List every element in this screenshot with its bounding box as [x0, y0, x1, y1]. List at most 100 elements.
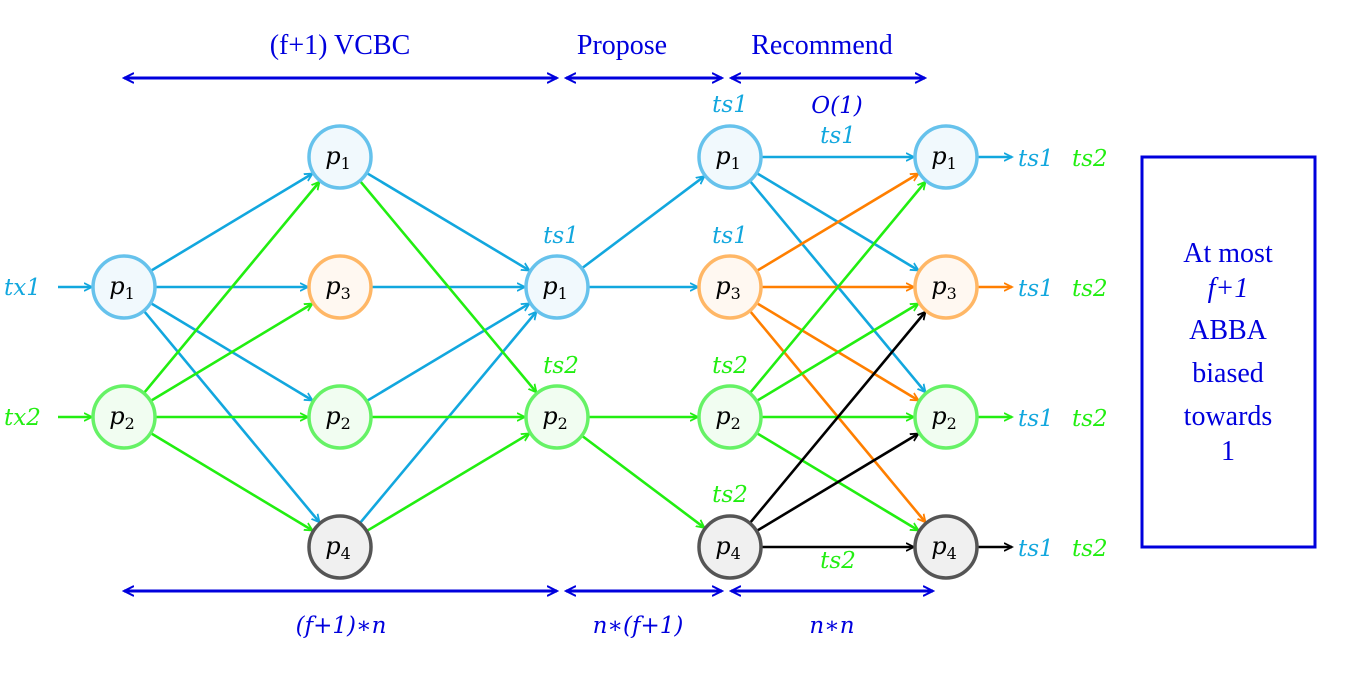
node-label: p1 — [715, 142, 741, 173]
output-2-ts-a: ts1 — [1018, 276, 1054, 302]
node-o-p4: p4 — [913, 514, 979, 580]
node-in-p1: p1 — [91, 254, 157, 320]
input-tx1-label: tx1 — [4, 275, 41, 301]
outputs-layer: ts1 ts2 ts1 ts2 ts1 ts2 ts1 ts2 — [1018, 146, 1108, 562]
node-circle — [524, 384, 590, 450]
edge-v_p1-to-m_p2 — [358, 179, 537, 393]
edge-in_p1-to-v_p1 — [149, 172, 313, 273]
node-label: p2 — [931, 402, 957, 433]
cost-recommend-label: n∗n — [809, 613, 854, 639]
output-3-ts-b: ts2 — [1072, 406, 1108, 432]
node-label: p1 — [109, 272, 135, 303]
input-tx2-label: tx2 — [4, 405, 41, 431]
node-circle — [913, 514, 979, 580]
edge-v_p4-to-m_p2 — [365, 432, 530, 533]
complexity-top-label: O(1) — [811, 93, 862, 119]
node-v-p2: p2 — [307, 384, 373, 450]
node-o-p3: p3 — [913, 254, 979, 320]
node-circle — [913, 124, 979, 190]
node-label: p1 — [325, 142, 351, 173]
output-2-ts-b: ts2 — [1072, 276, 1108, 302]
edge-r_p4-to-o_p2 — [755, 432, 919, 533]
node-circle — [913, 384, 979, 450]
annot-rec-p4: ts2 — [712, 482, 748, 508]
node-label: p3 — [931, 272, 957, 303]
node-label: p4 — [715, 532, 741, 563]
node-r-p4: p4 — [697, 514, 763, 580]
node-m-p1: p1 — [524, 254, 590, 320]
node-label: p2 — [109, 402, 135, 433]
cost-vcbc-label: (f+1)∗n — [296, 613, 387, 639]
edge-r_p4-to-o_p3 — [748, 312, 926, 524]
abba-box-line-4: biased — [1192, 358, 1264, 389]
edge-in_p2-to-v_p3 — [149, 302, 313, 403]
node-label: p4 — [325, 532, 351, 563]
edge-v_p1-to-m_p1 — [365, 171, 530, 272]
node-m-p2: p2 — [524, 384, 590, 450]
edge-v_p2-to-m_p1 — [365, 302, 530, 403]
node-r-p3: p3 — [697, 254, 763, 320]
node-circle — [697, 124, 763, 190]
node-circle — [307, 514, 373, 580]
output-4-ts-a: ts1 — [1018, 536, 1054, 562]
output-1-ts-a: ts1 — [1018, 146, 1054, 172]
edge-r_p2-to-o_p3 — [755, 302, 919, 403]
node-circle — [307, 384, 373, 450]
phase-vcbc-label: (f+1) VCBC — [270, 30, 411, 61]
output-1-ts-b: ts2 — [1072, 146, 1108, 172]
abba-box-line-5: towards — [1184, 401, 1273, 432]
phase-propose-label: Propose — [577, 30, 667, 61]
abba-box — [1140, 155, 1317, 549]
node-label: p2 — [542, 402, 568, 433]
node-label: p2 — [325, 402, 351, 433]
edge-m_p1-to-r_p1 — [581, 176, 705, 270]
node-circle — [697, 384, 763, 450]
node-circle — [697, 514, 763, 580]
node-label: p3 — [325, 272, 351, 303]
node-label: p2 — [715, 402, 741, 433]
node-circle — [91, 254, 157, 320]
node-v-p1: p1 — [307, 124, 373, 190]
abba-box-line-6: 1 — [1221, 436, 1235, 467]
node-circle — [913, 254, 979, 320]
abba-box-line-1: At most — [1183, 238, 1273, 269]
annot-rec-p1: ts1 — [712, 92, 748, 118]
node-circle — [524, 254, 590, 320]
abba-box-line-3: ABBA — [1189, 315, 1268, 346]
phase-recommend-label: Recommend — [751, 30, 893, 61]
annot-mid-p2: ts2 — [543, 353, 579, 379]
edge-m_p2-to-r_p4 — [581, 434, 705, 528]
node-o-p2: p2 — [913, 384, 979, 450]
edge-in_p2-to-v_p1 — [142, 182, 320, 394]
edge-r_p2-to-o_p1 — [748, 182, 926, 394]
node-v-p4: p4 — [307, 514, 373, 580]
node-label: p3 — [715, 272, 741, 303]
edge-r_p3-to-o_p1 — [755, 172, 919, 273]
node-label: p1 — [931, 142, 957, 173]
annot-rec-p3: ts1 — [712, 223, 748, 249]
node-o-p1: p1 — [913, 124, 979, 190]
output-3-ts-a: ts1 — [1018, 406, 1054, 432]
abba-box-line-2: f+1 — [1208, 273, 1249, 304]
annot-edge-bottom: ts2 — [820, 548, 856, 574]
node-v-p3: p3 — [307, 254, 373, 320]
node-circle — [307, 254, 373, 320]
node-label: p4 — [931, 532, 957, 563]
output-4-ts-b: ts2 — [1072, 536, 1108, 562]
edges-layer — [58, 157, 1012, 547]
node-r-p1: p1 — [697, 124, 763, 190]
annot-rec-p2: ts2 — [712, 353, 748, 379]
edge-in_p2-to-v_p4 — [149, 431, 313, 532]
node-circle — [91, 384, 157, 450]
node-r-p2: p2 — [697, 384, 763, 450]
annot-edge-top: ts1 — [820, 123, 856, 149]
node-in-p2: p2 — [91, 384, 157, 450]
node-circle — [307, 124, 373, 190]
nodes-layer: p1 p2 p1 p3 p2 p4 p1 p2 p1 p3 p2 p4 p1 p3 p2 p4 — [91, 124, 979, 580]
node-circle — [697, 254, 763, 320]
node-label: p1 — [542, 272, 568, 303]
cost-propose-label: n∗(f+1) — [593, 613, 684, 639]
annot-mid-p1: ts1 — [543, 223, 579, 249]
